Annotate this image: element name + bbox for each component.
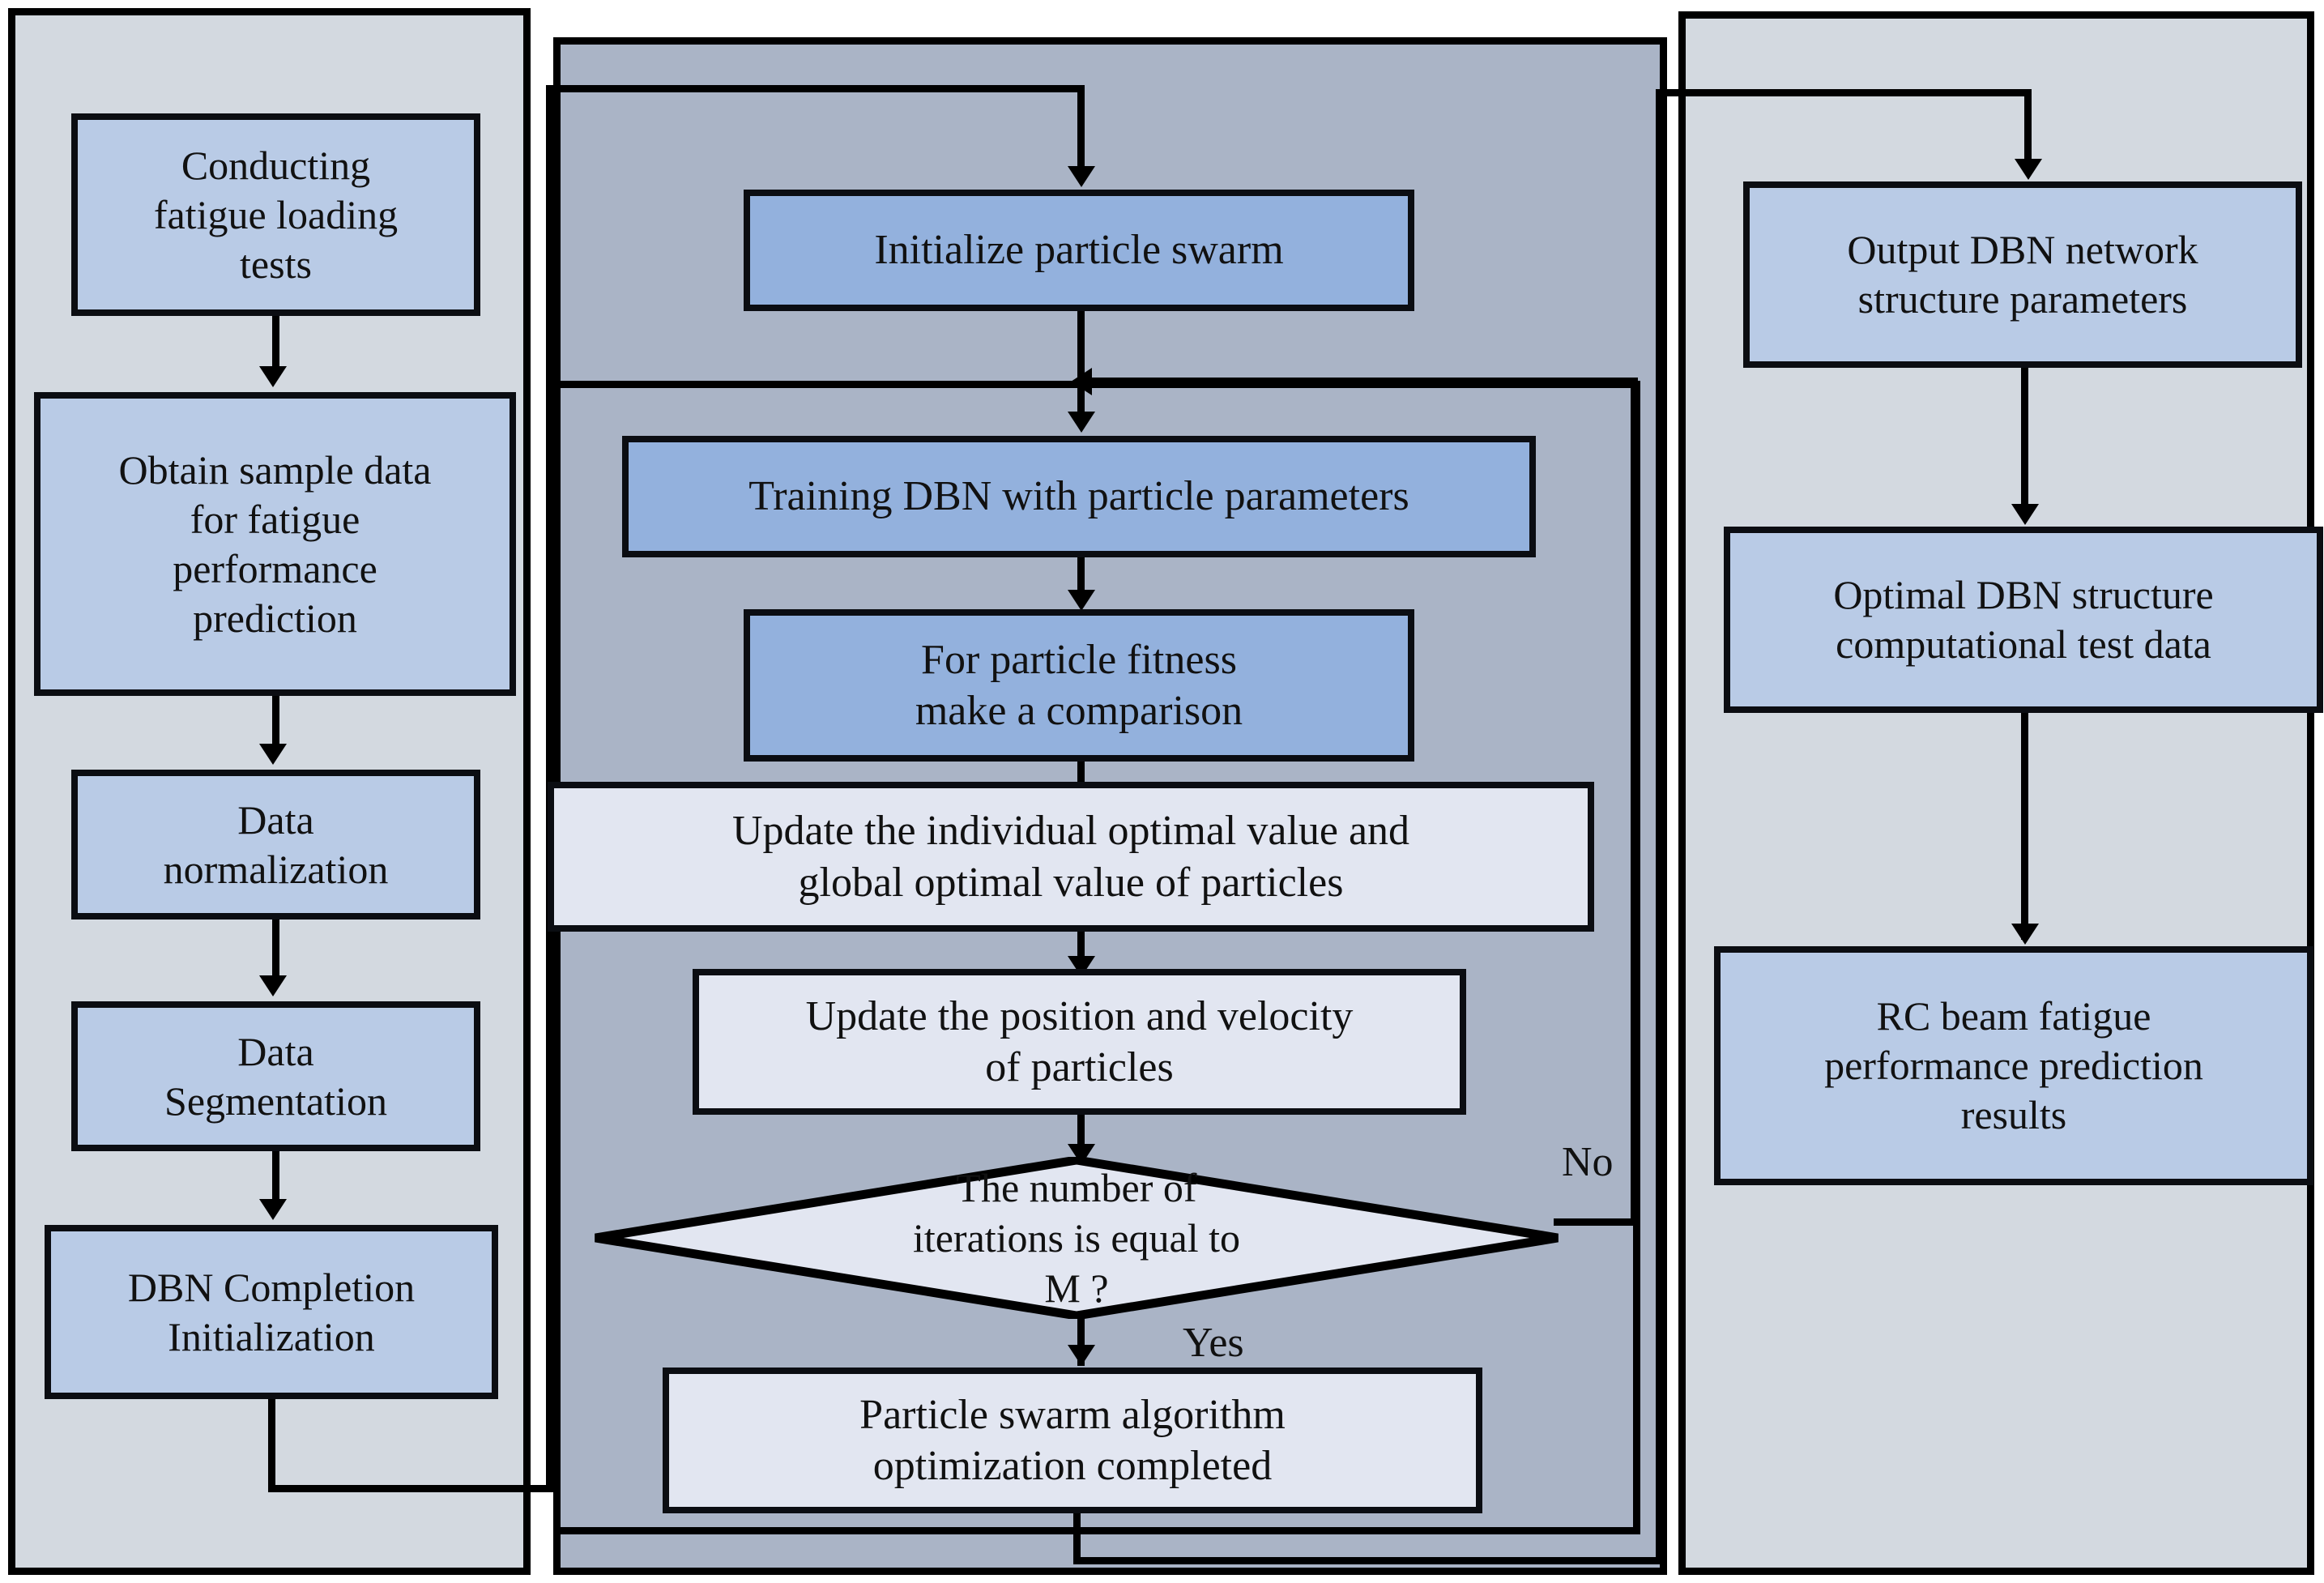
node-label: Initialize particle swarm	[874, 227, 1284, 274]
arrow-right-2	[2011, 924, 2039, 945]
arrow-middle-6	[1068, 1345, 1095, 1366]
node-dbn-completion-initialization[interactable]: DBN Completion Initialization	[45, 1225, 498, 1399]
node-for-particle-fitness-make-a-comparison[interactable]: For particle fitness make a comparison	[744, 609, 1414, 762]
node-label: For particle fitness make a comparison	[915, 636, 1243, 734]
connector-right-1	[2021, 368, 2028, 518]
node-rc-beam-fatigue-performance-prediction-results[interactable]: RC beam fatigue performance prediction r…	[1714, 946, 2313, 1185]
connector-middle-to-right-vertical	[1073, 1513, 1081, 1564]
connector-left-1	[272, 316, 279, 375]
node-data-segmentation[interactable]: Data Segmentation	[71, 1001, 480, 1151]
connector-right-top-vertical	[2024, 89, 2032, 170]
diamond-shape	[595, 1157, 1559, 1319]
connector-left-2	[272, 696, 279, 753]
arrow-middle-2	[1068, 590, 1095, 611]
arrow-left-3	[259, 975, 287, 996]
connector-middle-to-right-horizontal	[1073, 1557, 1663, 1564]
connector-left-to-middle-vertical	[268, 1399, 275, 1492]
node-label: Update the position and velocity of part…	[805, 992, 1354, 1090]
connector-middle-top-vertical	[1077, 85, 1085, 177]
connector-middle-4	[1077, 932, 1085, 968]
arrow-left-1	[259, 366, 287, 387]
node-label: Data normalization	[163, 796, 389, 892]
node-label: Output DBN network structure parameters	[1847, 227, 2198, 322]
node-label: Particle swarm algorithm optimization co…	[859, 1391, 1286, 1489]
connector-middle-2	[1077, 557, 1085, 602]
node-particle-swarm-algorithm-optimization-completed[interactable]: Particle swarm algorithm optimization co…	[663, 1368, 1482, 1513]
node-label: Update the individual optimal value and …	[731, 808, 1410, 906]
arrow-left-2	[259, 744, 287, 765]
node-update-position-and-velocity[interactable]: Update the position and velocity of part…	[693, 969, 1466, 1115]
node-label: RC beam fatigue performance prediction r…	[1824, 993, 2203, 1137]
branch-label-yes: Yes	[1183, 1320, 1244, 1366]
connector-left-4	[272, 1151, 279, 1208]
node-update-individual-and-global-optimal-value[interactable]: Update the individual optimal value and …	[548, 782, 1594, 932]
connector-right-top-horizontal	[1656, 89, 2032, 96]
arrow-middle-into-initialize	[1068, 166, 1095, 187]
arrow-right-into-output	[2015, 159, 2042, 180]
connector-no-feedback-from-diamond	[1554, 1218, 1638, 1226]
node-label: Conducting fatigue loading tests	[153, 142, 399, 287]
connector-middle-top-horizontal	[553, 85, 1085, 92]
node-data-normalization[interactable]: Data normalization	[71, 770, 480, 920]
node-label: Training DBN with particle parameters	[748, 473, 1409, 520]
node-optimal-dbn-structure-computational-test-data[interactable]: Optimal DBN structure computational test…	[1724, 527, 2323, 713]
node-output-dbn-network-structure-parameters[interactable]: Output DBN network structure parameters	[1743, 181, 2302, 368]
connector-left-to-middle-horizontal	[268, 1485, 553, 1492]
connector-middle-to-right-riser	[1656, 89, 1663, 1561]
connector-right-2	[2021, 713, 2028, 940]
connector-middle-5	[1077, 1115, 1085, 1159]
connector-middle-6	[1077, 1316, 1085, 1366]
node-label: DBN Completion Initialization	[127, 1264, 416, 1359]
arrow-left-4	[259, 1199, 287, 1220]
connector-left-3	[272, 920, 279, 984]
arrow-middle-1	[1068, 412, 1095, 433]
node-label: Data Segmentation	[164, 1028, 387, 1124]
node-conducting-fatigue-loading-tests[interactable]: Conducting fatigue loading tests	[71, 113, 480, 316]
decision-iterations-equal-to-m[interactable]: The number of iterations is equal to M ?	[591, 1157, 1562, 1319]
connector-no-feedback-horizontal	[1085, 378, 1638, 385]
node-initialize-particle-swarm[interactable]: Initialize particle swarm	[744, 190, 1414, 311]
node-training-dbn-with-particle-parameters[interactable]: Training DBN with particle parameters	[622, 436, 1536, 557]
arrow-right-1	[2011, 504, 2039, 525]
branch-label-no: No	[1562, 1139, 1614, 1185]
node-label: Obtain sample data for fatigue performan…	[118, 446, 432, 641]
node-obtain-sample-data[interactable]: Obtain sample data for fatigue performan…	[34, 392, 516, 696]
arrow-no-feedback	[1071, 368, 1092, 395]
connector-no-feedback-vertical	[1631, 378, 1638, 1226]
node-label: Optimal DBN structure computational test…	[1833, 572, 2214, 667]
